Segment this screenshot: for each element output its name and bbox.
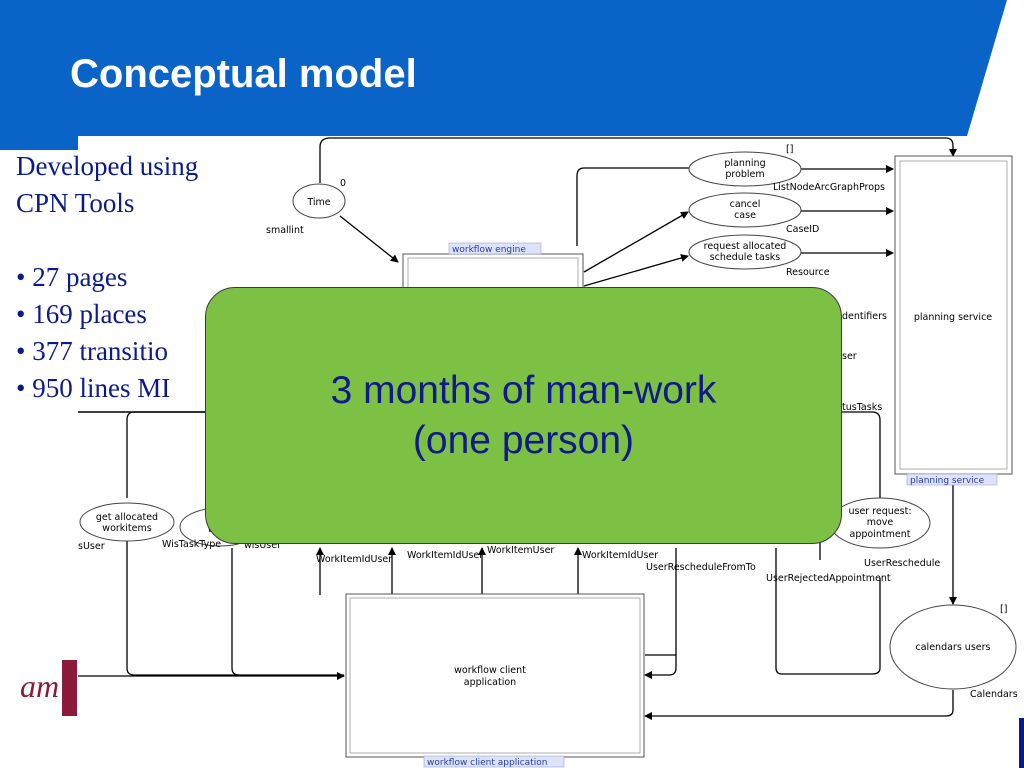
label-reschedule: UserReschedule [864, 558, 940, 569]
place-user-request-l1: user request: [848, 506, 911, 517]
label-calendars: Calendars [970, 689, 1018, 700]
place-cancel-case-l1: cancel [730, 199, 761, 210]
arc-time-loop [319, 137, 957, 183]
label-tustasks: tusTasks [842, 402, 882, 413]
label-reschedulefromto: UserRescheduleFromTo [646, 562, 756, 573]
header-blue-shape [0, 0, 1007, 150]
bullet-spacer [16, 222, 198, 259]
intro-line-1: Developed using [16, 151, 199, 181]
arc-calendars-client [644, 690, 954, 720]
workflow-engine-tag: workflow engine [452, 245, 526, 255]
intro-line-2: CPN Tools [16, 188, 135, 218]
arc-client-down [644, 548, 677, 679]
workflow-engine-tag-bg [448, 242, 542, 255]
arc-left-loop [126, 411, 206, 498]
logo-block [62, 660, 77, 716]
place-planning-problem [688, 151, 802, 187]
arc-engine-request [583, 254, 689, 287]
header-banner [0, 0, 1007, 150]
place-planning-problem-l1: planning [724, 158, 765, 169]
arc-move-loop [838, 411, 881, 498]
callout-box: 3 months of man-work (one person) [205, 287, 842, 544]
logo-text: am [20, 668, 60, 704]
label-ser: ser [842, 351, 857, 362]
workflow-client-tag-bg [423, 755, 565, 768]
place-request-allocated-l2: schedule tasks [710, 252, 781, 263]
corner-bar [1019, 718, 1024, 768]
place-user-request-l3: appointment [850, 529, 911, 540]
label-workitemiduser-1: WorkItemIdUser [316, 554, 392, 565]
label-workitemuser: WorkItemUser [487, 545, 554, 556]
arc-engine-cancel [583, 211, 689, 273]
place-get-allocated [79, 502, 175, 542]
label-empty-list: [] [786, 144, 793, 155]
label-listnode: ListNodeArcGraphProps [773, 182, 885, 193]
arc-wis-down [231, 548, 240, 676]
place-request-allocated-l1: request allocated [704, 241, 787, 252]
place-planning-problem-l2: problem [725, 169, 764, 180]
bullet-list: Developed using CPN Tools • 27 pages • 1… [16, 148, 198, 407]
place-get-allocated-l2: workitems [102, 523, 151, 534]
workflow-client-box [345, 593, 645, 758]
bullet-places: • 169 places [16, 299, 147, 329]
workflow-client-tag: workflow client application [427, 758, 547, 768]
place-time-label: Time [306, 197, 330, 208]
planning-service-inner [899, 160, 1008, 470]
callout-line-1: 3 months of man-work [330, 368, 717, 412]
label-workitemiduser-2: WorkItemIdUser [407, 550, 483, 561]
time-token: 0 [340, 178, 346, 189]
label-rejected: UserRejectedAppointment [766, 573, 891, 584]
place-cancel-case [688, 192, 802, 228]
label-wisuser: wisUser [244, 540, 281, 551]
arc-get-down [123, 534, 344, 676]
arc-time-engine [339, 215, 399, 263]
callout-line-2: (one person) [412, 418, 635, 462]
bullet-transitions: • 377 transitio [16, 336, 168, 366]
planning-service-box [894, 155, 1013, 475]
workflow-client-l2: application [464, 677, 516, 688]
label-workitemiduser-3: WorkItemIdUser [582, 550, 658, 561]
label-resource: Resource [786, 267, 830, 278]
place-request-allocated [688, 234, 802, 270]
bullet-lines: • 950 lines MI [16, 373, 171, 403]
label-identifiers: dentifiers [842, 311, 887, 322]
place-user-request-l2: move [867, 517, 894, 528]
bullet-pages: • 27 pages [16, 262, 128, 292]
place-get-allocated-l1: get allocated [96, 512, 158, 523]
planning-service-tag: planning service [910, 476, 985, 486]
slide-title: Conceptual model [70, 52, 417, 96]
place-cancel-case-l2: case [734, 210, 756, 221]
workflow-client-inner [349, 597, 641, 754]
place-calendars-users [889, 604, 1017, 690]
label-wistasktype: WisTaskType [162, 539, 221, 550]
time-type: smallint [266, 225, 304, 236]
arc-engine-problem [576, 164, 697, 246]
label-empty-list-2: [] [1000, 604, 1007, 615]
arc-move-down [775, 548, 881, 675]
workflow-client-l1: workflow client [454, 665, 526, 676]
place-calendars-users-label: calendars users [916, 642, 991, 653]
place-time [292, 183, 346, 219]
planning-service-tag-bg [906, 473, 998, 486]
label-sususer: sUser [78, 541, 105, 552]
planning-service-label: planning service [914, 312, 992, 323]
label-caseid: CaseID [786, 224, 819, 235]
